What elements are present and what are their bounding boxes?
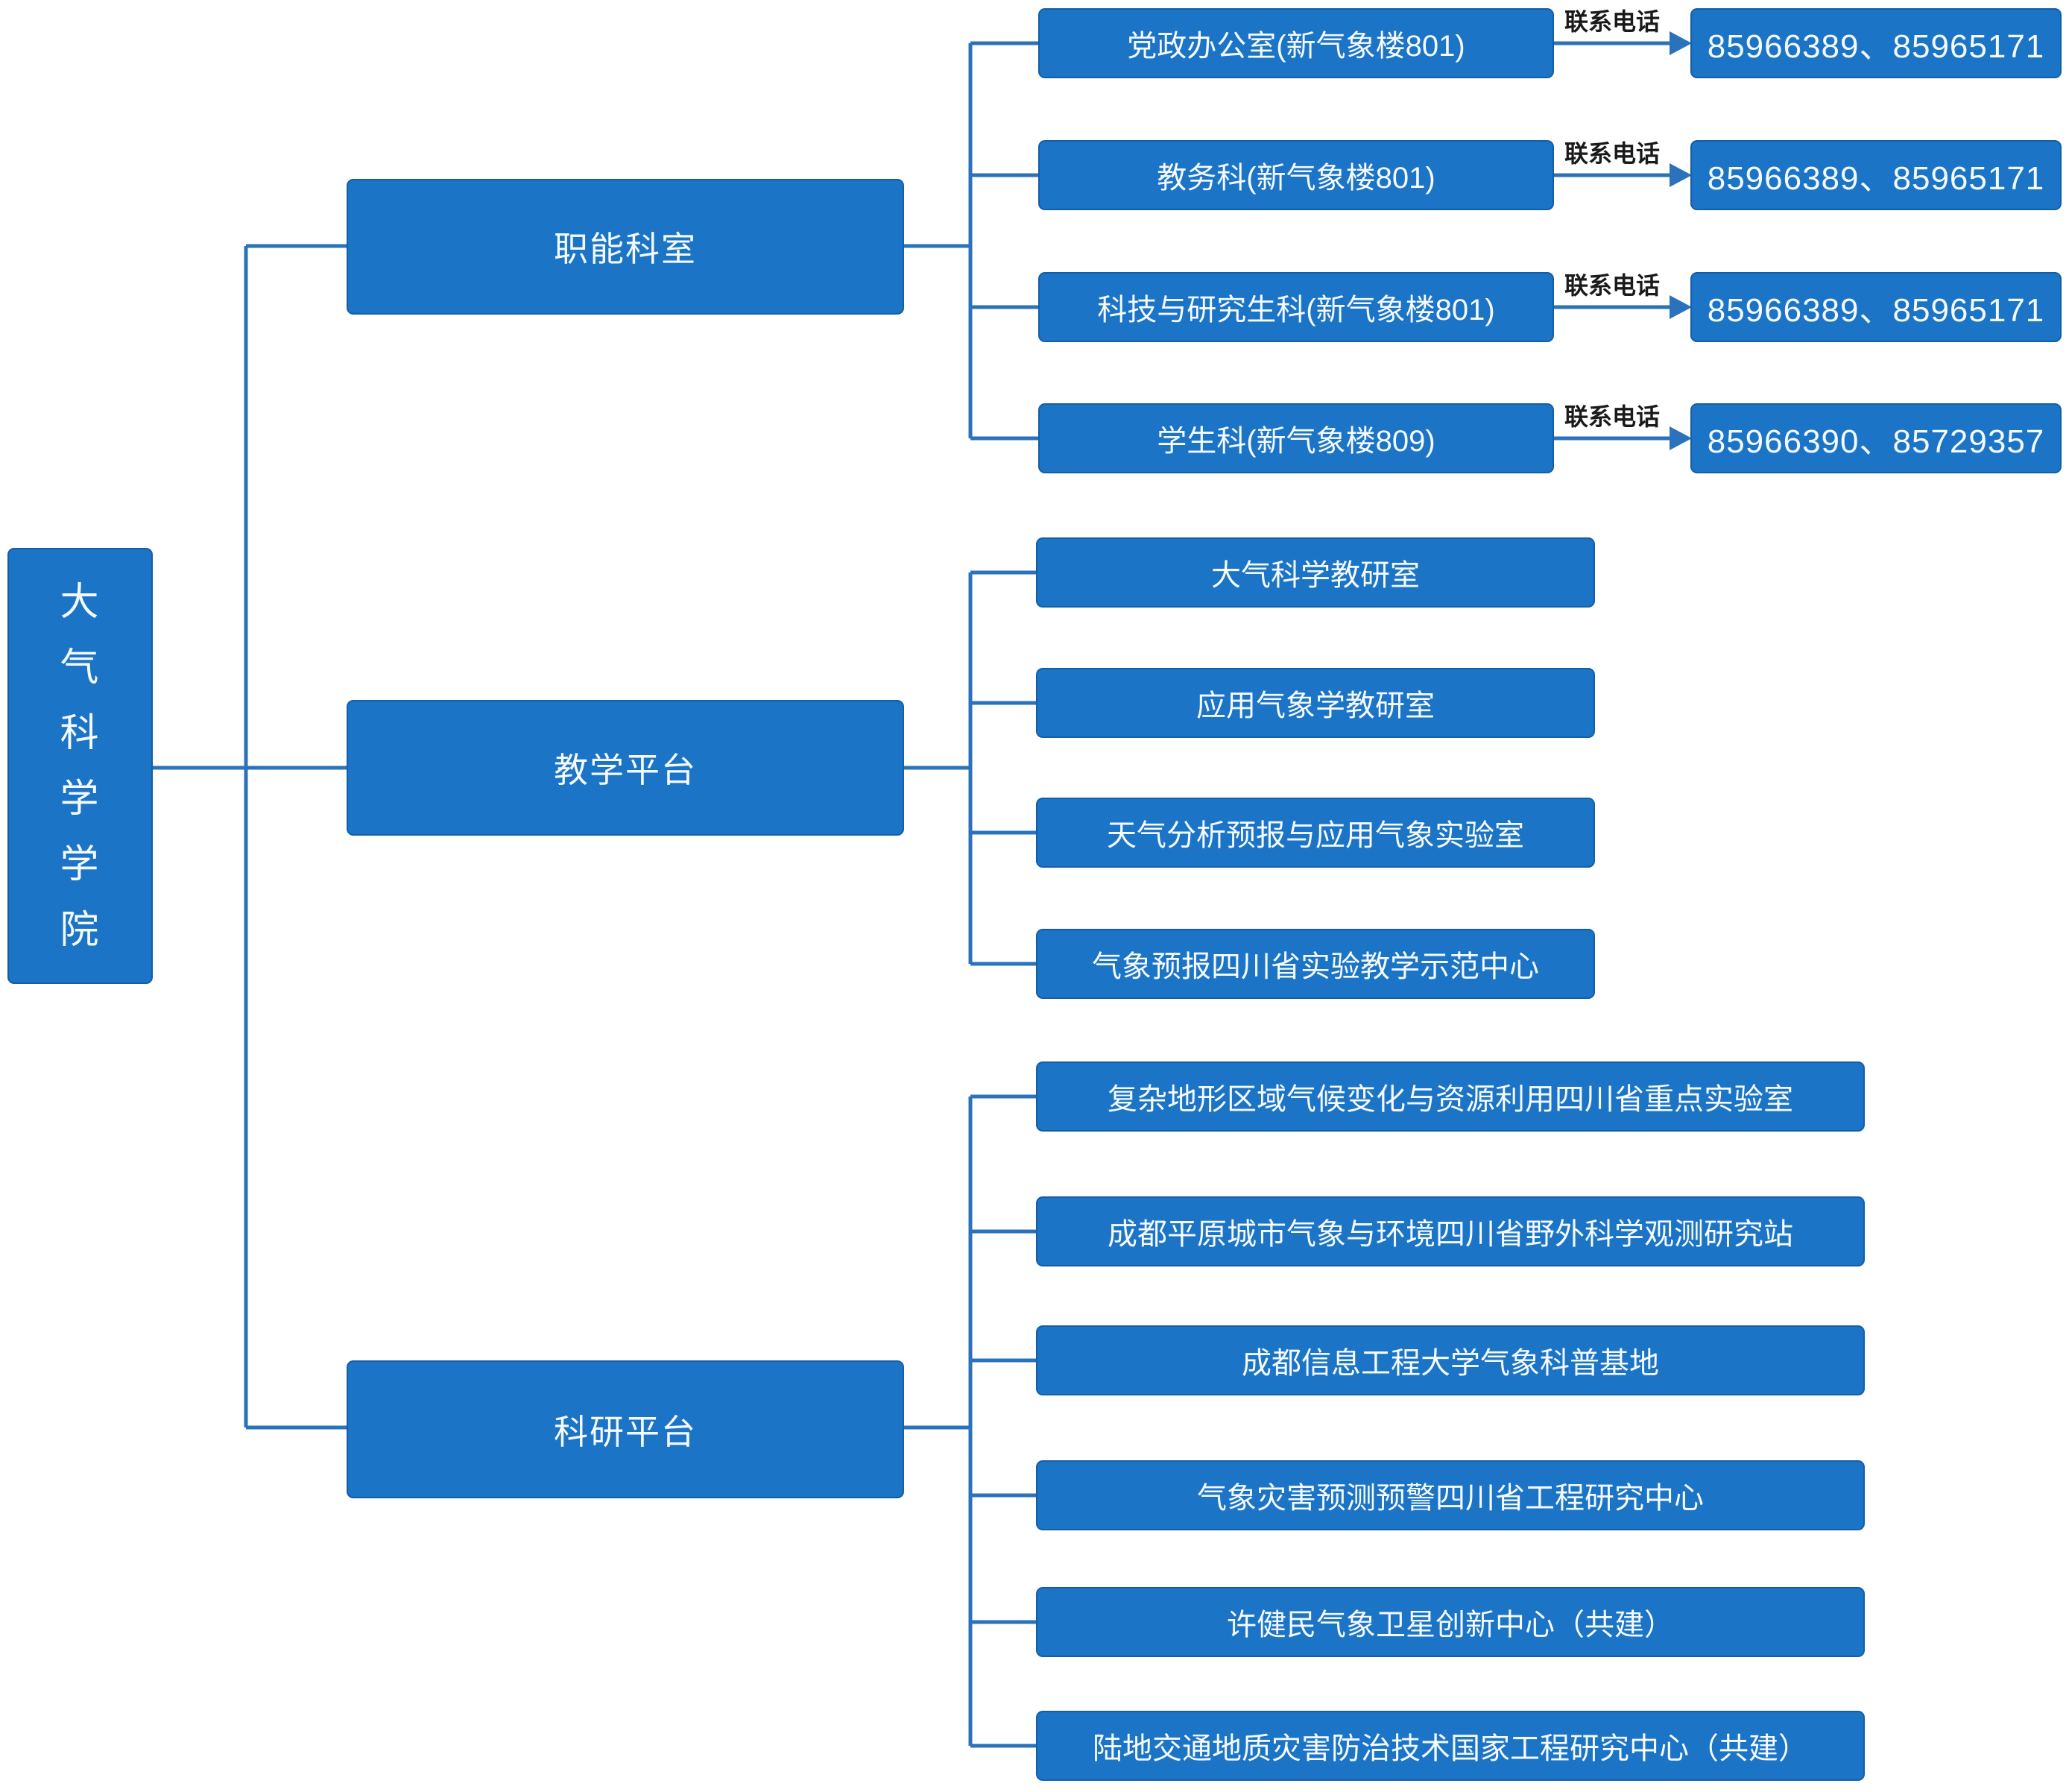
leaf-node-teaching: 应用气象学教研室 [1036,668,1595,738]
leaf-node-research: 成都信息工程大学气象科普基地 [1036,1325,1865,1395]
leaf-label: 天气分析预报与应用气象实验室 [1107,819,1524,852]
leaf-node-research: 复杂地形区域气候变化与资源利用四川省重点实验室 [1036,1061,1865,1132]
leaf-node-office: 党政办公室(新气象楼801) [1038,8,1554,78]
leaf-label: 应用气象学教研室 [1196,690,1435,722]
leaf-label: 党政办公室(新气象楼801) [1127,30,1465,63]
phone-numbers: 85966389、85965171 [1707,160,2045,197]
leaf-label: 气象灾害预测预警四川省工程研究中心 [1197,1482,1704,1515]
leaf-node-office: 学生科(新气象楼809) [1038,403,1554,473]
phone-node: 85966389、85965171 [1690,140,2062,210]
leaf-node-research: 气象灾害预测预警四川省工程研究中心 [1036,1460,1865,1530]
arrow-label-contact-phone: 联系电话 [1564,403,1660,430]
leaf-node-research: 陆地交通地质灾害防治技术国家工程研究中心（共建） [1036,1711,1865,1781]
leaf-label: 气象预报四川省实验教学示范中心 [1092,950,1539,983]
leaf-node-teaching: 气象预报四川省实验教学示范中心 [1036,929,1595,999]
leaf-label: 成都信息工程大学气象科普基地 [1242,1347,1659,1380]
root-node: 大气科学学院 [7,548,153,984]
leaf-node-office: 科技与研究生科(新气象楼801) [1038,272,1554,342]
leaf-node-office: 教务科(新气象楼801) [1038,140,1554,210]
leaf-label: 大气科学教研室 [1211,559,1420,592]
arrow-label-contact-phone: 联系电话 [1564,140,1660,167]
phone-numbers: 85966390、85729357 [1707,423,2045,460]
phone-node: 85966389、85965171 [1690,8,2062,78]
arrow-label-contact-phone: 联系电话 [1564,272,1660,299]
leaf-node-research: 成都平原城市气象与环境四川省野外科学观测研究站 [1036,1196,1865,1266]
branch-label: 科研平台 [554,1412,697,1451]
arrow-label-contact-phone: 联系电话 [1564,8,1660,35]
leaf-node-teaching: 大气科学教研室 [1036,537,1595,608]
leaf-label: 陆地交通地质灾害防治技术国家工程研究中心（共建） [1093,1732,1808,1765]
phone-numbers: 85966389、85965171 [1707,292,2045,329]
branch-node-research-platforms: 科研平台 [347,1360,904,1498]
phone-node: 85966389、85965171 [1690,272,2062,342]
phone-node: 85966390、85729357 [1690,403,2062,473]
leaf-label: 教务科(新气象楼801) [1157,162,1435,195]
leaf-label: 成都平原城市气象与环境四川省野外科学观测研究站 [1108,1218,1793,1251]
leaf-label: 许健民气象卫星创新中心（共建） [1227,1609,1674,1641]
branch-label: 职能科室 [554,230,697,268]
branch-node-functional-offices: 职能科室 [347,179,904,315]
leaf-label: 复杂地形区域气候变化与资源利用四川省重点实验室 [1108,1083,1793,1116]
root-node-label: 大气科学学院 [60,580,101,952]
leaf-label: 科技与研究生科(新气象楼801) [1097,294,1495,326]
branch-node-teaching-platforms: 教学平台 [347,700,904,836]
phone-numbers: 85966389、85965171 [1707,28,2045,65]
leaf-label: 学生科(新气象楼809) [1157,425,1435,458]
leaf-node-research: 许健民气象卫星创新中心（共建） [1036,1587,1865,1657]
branch-label: 教学平台 [554,751,697,789]
leaf-node-teaching: 天气分析预报与应用气象实验室 [1036,798,1595,868]
